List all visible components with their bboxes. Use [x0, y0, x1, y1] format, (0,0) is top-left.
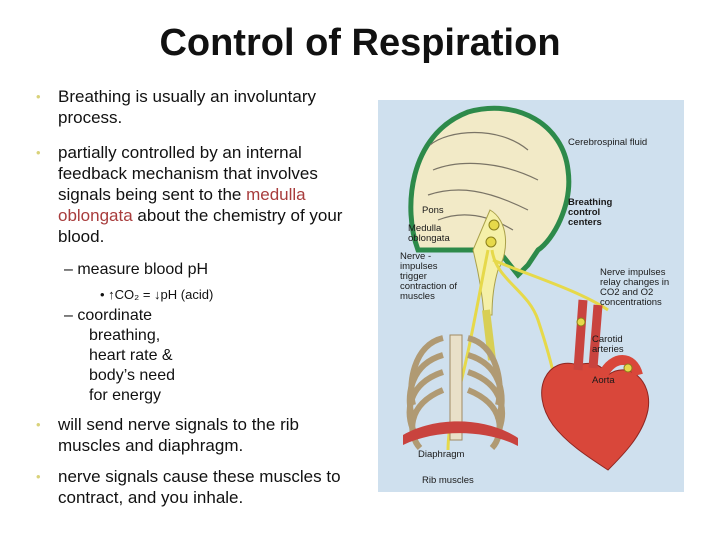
sternum: [449, 334, 463, 441]
brain-outline: [408, 105, 572, 279]
label-csf: Cerebrospinal fluid: [568, 137, 648, 148]
label-medulla: Medulla oblongata: [408, 223, 450, 244]
label-breathing-control: Breathing control centers: [568, 197, 613, 228]
medulla-highlight: medulla oblongata: [58, 185, 306, 225]
dash-marker: –: [64, 261, 78, 278]
bullet-text-part: about the chemistry of your blood.: [58, 206, 343, 246]
sub-sub-bullet-text: ↑CO₂ = ↓pH (acid): [108, 287, 214, 302]
bullet-marker-icon: •: [36, 417, 41, 432]
sub-bullet-text: body’s need: [89, 367, 175, 384]
slide-title: Control of Respiration: [159, 22, 561, 64]
sub-bullet-text: coordinate: [77, 307, 153, 324]
sub-bullet-text: for energy: [89, 387, 162, 404]
label-aorta: Aorta: [592, 375, 615, 386]
brain-folds: [427, 132, 539, 231]
label-nerve-right: Nerve impulses relay changes in CO2 and …: [600, 267, 670, 308]
medulla-center-icon: [485, 236, 497, 248]
bullet-marker-icon: •: [36, 469, 41, 484]
carotid-arteries: [573, 299, 603, 371]
label-nerve-left: Nerve - impulses trigger contraction of …: [400, 251, 458, 302]
label-diaphragm: Diaphragm: [418, 449, 465, 460]
bullet-marker-icon: •: [36, 89, 41, 104]
label-rib-muscles: Rib muscles: [422, 475, 474, 486]
bullet-text: will send nerve signals to the rib muscl…: [58, 415, 299, 455]
diaphragm-shape: [403, 421, 518, 446]
bullet-marker-icon: •: [36, 145, 41, 160]
bullet-marker-icon: •: [100, 287, 109, 302]
pons-center-icon: [488, 219, 500, 231]
sub-bullet: – measure blood pH: [64, 260, 208, 280]
receptor-icon: [576, 317, 586, 327]
respiration-diagram: Cerebrospinal fluid Breathing control ce…: [378, 100, 684, 492]
nerve-line: [492, 258, 609, 312]
sub-bullet: – coordinate: [64, 306, 152, 326]
dash-marker: –: [64, 307, 78, 324]
label-pons: Pons: [422, 205, 444, 216]
bullet-text: Breathing is usually an involuntary proc…: [58, 87, 316, 127]
bullet-text: nerve signals cause these muscles to con…: [58, 467, 341, 507]
anatomy-illustration: [403, 105, 650, 471]
bullet-text-part: partially controlled by an internal feed…: [58, 143, 318, 204]
sub-bullet-text: breathing,: [89, 327, 161, 344]
receptor-icon: [623, 363, 633, 373]
bullet-text: partially controlled by an internal feed…: [58, 142, 348, 247]
rib-cage: [406, 335, 505, 451]
label-carotid: Carotid arteries: [592, 334, 624, 355]
sub-bullet-text: measure blood pH: [77, 261, 209, 278]
aorta-arch: [598, 355, 643, 378]
sub-bullet-text: heart rate &: [89, 347, 173, 364]
sub-sub-bullet: • ↑CO₂ = ↓pH (acid): [100, 284, 213, 305]
